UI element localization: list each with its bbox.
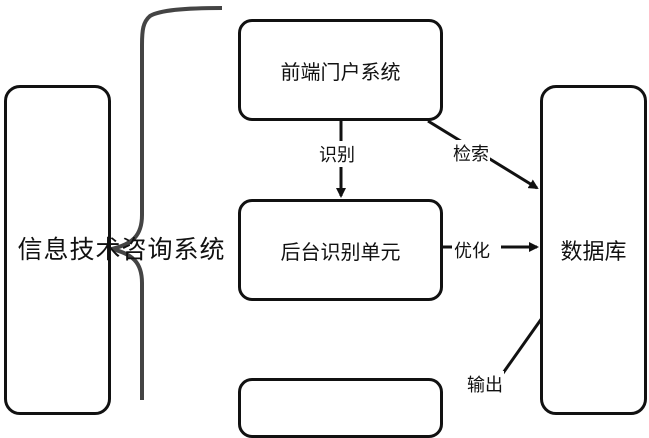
search-edge-label: 检索 (452, 140, 490, 166)
frontend-portal-node: 前端门户系统 (238, 19, 443, 121)
info-tech-consulting-system-node: 信息技术咨询系统 (4, 85, 226, 415)
main-system-label: 信息技术咨询系统 (17, 235, 226, 264)
optimize-edge-label: 优化 (454, 241, 490, 262)
database-node: 数据库 (540, 85, 647, 415)
identify-edge-label: 识别 (318, 141, 356, 167)
output-edge-label: 输出 (466, 371, 504, 397)
recognition-label: 后台识别单元 (280, 239, 401, 264)
grouping-brace (111, 6, 223, 400)
database-label: 数据库 (560, 240, 627, 265)
lower-unit-node (238, 378, 443, 438)
portal-label: 前端门户系统 (280, 59, 401, 84)
backend-recognition-node: 后台识别单元 (238, 199, 443, 301)
